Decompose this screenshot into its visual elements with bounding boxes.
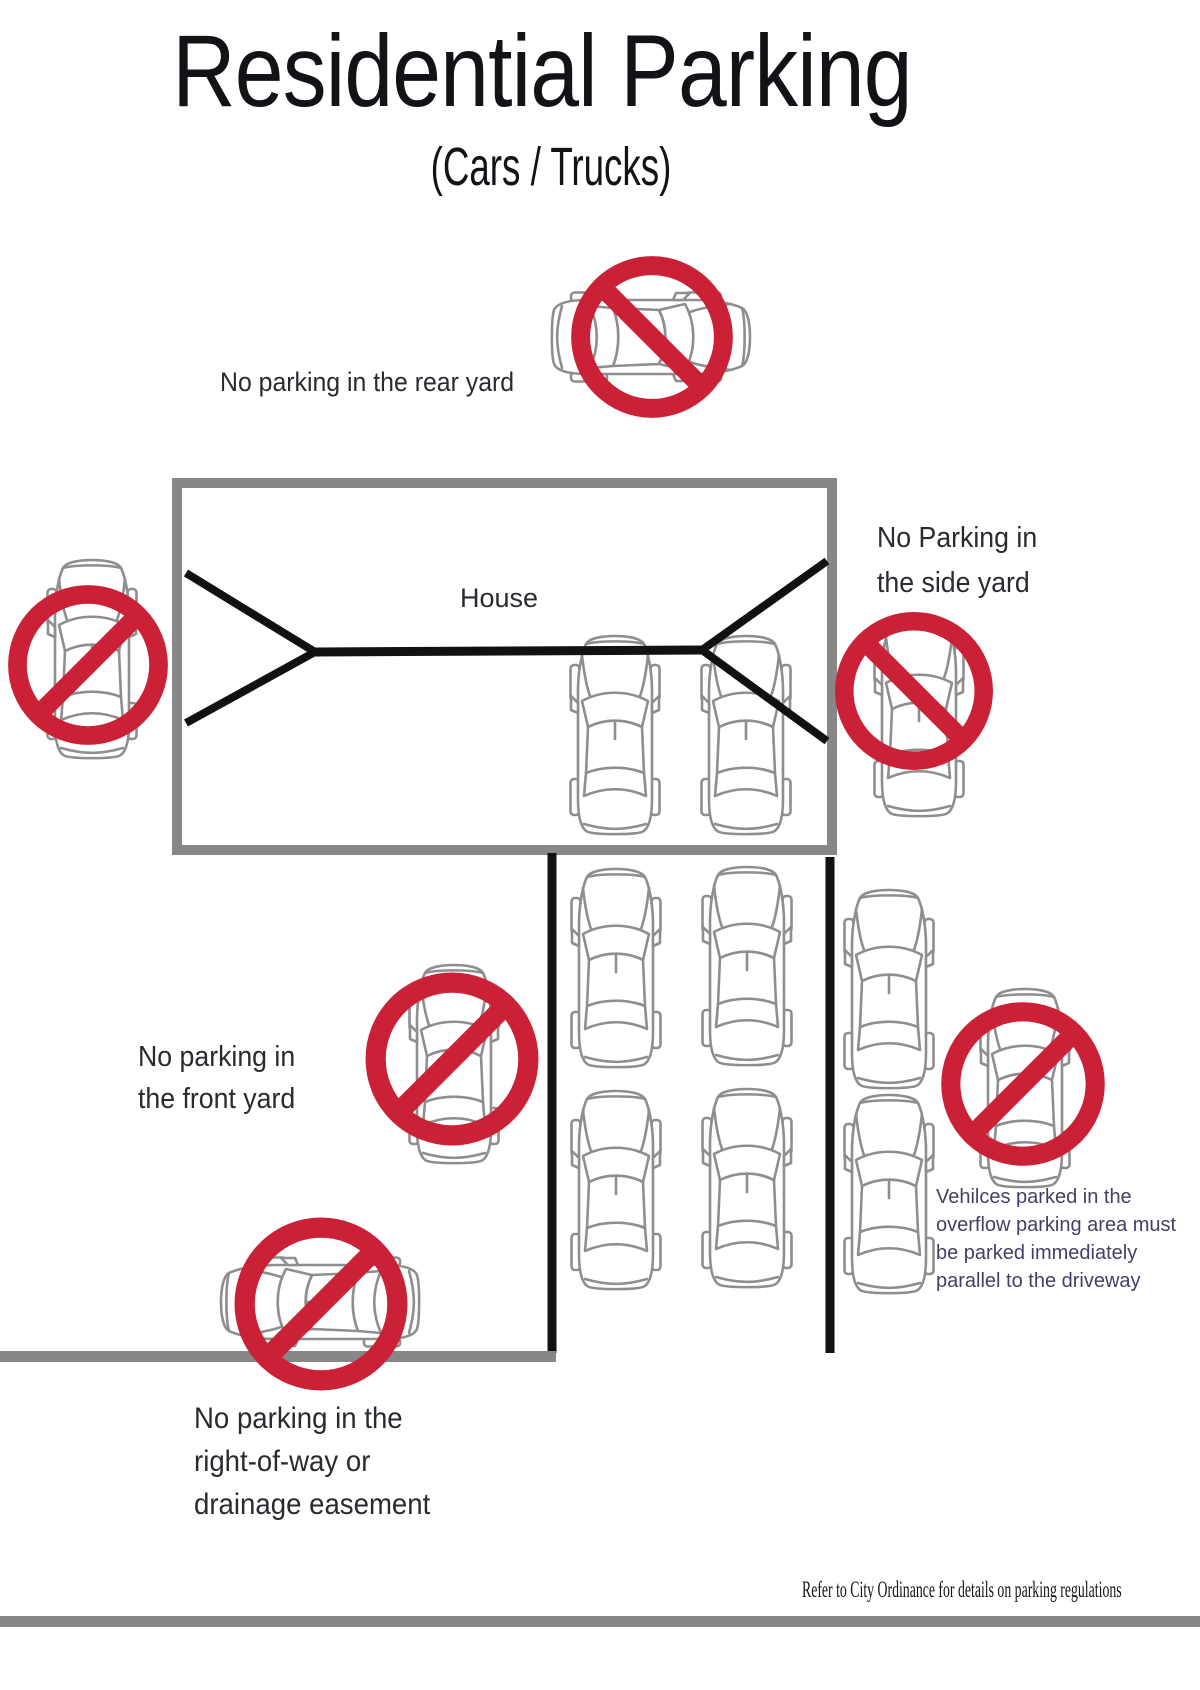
no-parking-icon-right-of-way: [229, 1212, 413, 1396]
driveway-car-row1-left-icon: [570, 866, 662, 1072]
no-parking-icon-side-yard: [830, 607, 998, 775]
garage-car-right-icon: [700, 633, 792, 839]
driveway-car-row2-left-icon: [570, 1088, 662, 1294]
page-subtitle: (Cars / Trucks): [430, 137, 672, 197]
no-parking-icon-left-yard: [3, 580, 173, 750]
rear-yard-label: No parking in the rear yard: [220, 367, 515, 397]
front-yard-label: No parking in the front yard: [138, 1041, 296, 1115]
no-parking-icon-overflow: [936, 997, 1110, 1171]
driveway-car-row2-right-icon: [701, 1086, 793, 1292]
ordinance-footer-note: Refer to City Ordinance for details on p…: [802, 1577, 1122, 1602]
garage-car-left-icon: [569, 633, 661, 839]
driveway-car-row1-right-icon: [701, 864, 793, 1070]
overflow-car-2-icon: [843, 1092, 935, 1298]
overflow-car-1-icon: [843, 887, 935, 1093]
no-parking-icon-rear-yard: [566, 251, 738, 423]
overflow-parking-note: Vehilces parked in the overflow parking …: [936, 1186, 1177, 1292]
side-yard-label: No Parking in the side yard: [877, 522, 1038, 599]
page-title: Residential Parking: [172, 14, 912, 128]
house-label: House: [459, 583, 539, 613]
no-parking-icon-front-yard: [360, 967, 544, 1151]
right-of-way-label: No parking in the right-of-way or draina…: [194, 1402, 431, 1521]
bottom-divider-bar: [0, 1616, 1200, 1627]
